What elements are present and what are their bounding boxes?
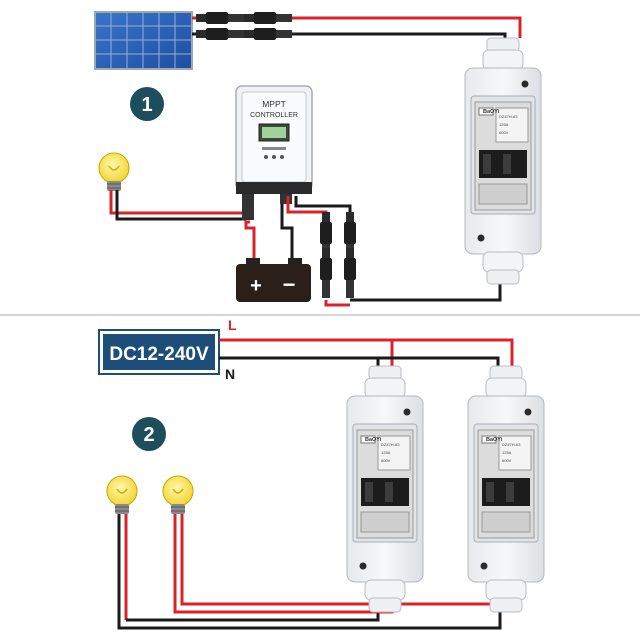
breaker-rating: 125A: [381, 450, 391, 455]
breaker-model: DZ47H-63: [502, 442, 521, 447]
breaker-voltage: 600V: [502, 458, 512, 463]
step-badge-2: 2: [132, 417, 166, 451]
breaker-model: DZ47H-63: [499, 114, 518, 119]
solar-panel: [94, 11, 193, 70]
source-box: DC12-240V: [98, 329, 220, 375]
breaker-brand: BaOYi: [365, 437, 382, 443]
bulb-icon: [162, 475, 194, 515]
breaker-voltage: 600V: [499, 130, 509, 135]
source-wires: [219, 338, 514, 372]
breaker-rating: 125A: [502, 450, 512, 455]
breaker-rating: 125A: [499, 122, 509, 127]
battery-plus: +: [250, 275, 262, 297]
breaker-box-3: BaOYi DZ47H-63 125A 600V: [467, 365, 545, 613]
source-label: DC12-240V: [109, 344, 209, 365]
mc4-connectors: [320, 212, 356, 298]
step-number: 1: [141, 94, 152, 116]
battery-minus: −: [283, 272, 296, 297]
bulb-wires: [109, 190, 246, 221]
mppt-controller: MPPT CONTROLLER: [235, 85, 313, 220]
panel-connectors: [196, 12, 292, 40]
breaker-model: DZ47H-63: [381, 442, 400, 447]
bulb-icon: [106, 475, 138, 515]
controller-title-line1: MPPT: [262, 99, 286, 109]
breaker-box-1: BaOYi DZ47H-63 125A 600V: [464, 37, 542, 285]
bulb-icon: [98, 152, 130, 192]
controller-title-line2: CONTROLLER: [250, 112, 298, 119]
step-badge-1: 1: [130, 87, 164, 121]
breaker-voltage: 600V: [381, 458, 391, 463]
battery: + −: [236, 258, 311, 302]
breaker-brand: BaOYi: [483, 109, 500, 115]
breaker-box-2: BaOYi DZ47H-63 125A 600V: [346, 365, 424, 613]
live-label: L: [228, 317, 237, 333]
neutral-label: N: [225, 366, 235, 382]
load-wires: [117, 514, 516, 630]
panel-wires: [192, 16, 522, 38]
step-number: 2: [143, 424, 154, 446]
breaker-brand: BaOYi: [486, 437, 503, 443]
